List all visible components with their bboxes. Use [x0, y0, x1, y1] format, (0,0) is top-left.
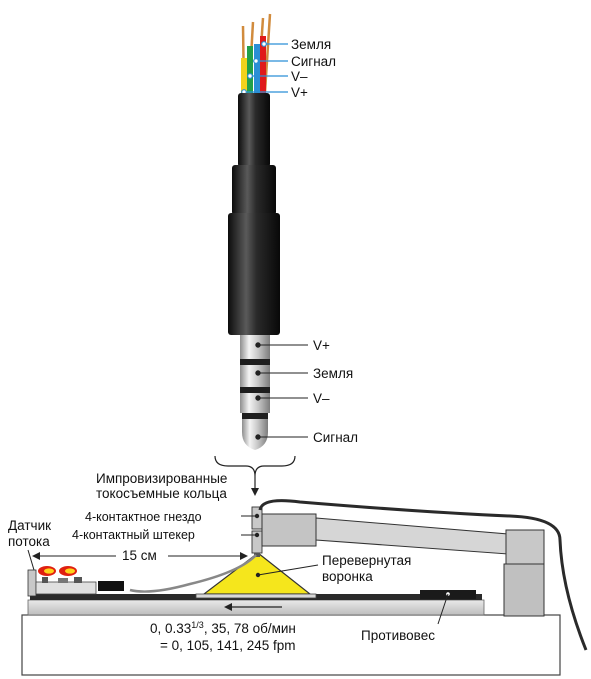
plug-label: 4-контактный штекер — [72, 528, 195, 542]
funnel-label-line1: Перевернутая — [322, 553, 411, 568]
distance-arrow-right — [240, 552, 248, 560]
cable-wires — [241, 13, 272, 94]
speed-line1: 0, 0.331/3, 35, 78 об/мин — [150, 620, 296, 636]
flow-sensor-callout — [27, 549, 35, 571]
plug-callouts — [255, 342, 308, 440]
socket-callout-dot — [254, 513, 260, 519]
ring-label-ground: Земля — [313, 366, 353, 381]
funnel-callout-dot — [255, 572, 261, 578]
rig-table — [21, 614, 561, 676]
blue-wire — [254, 44, 260, 94]
brace-caption-line2: токосъемные кольца — [96, 486, 227, 501]
sensor-cable — [129, 554, 257, 593]
flow-sensor-board — [27, 569, 124, 597]
counterweight-label: Противовес — [361, 628, 435, 643]
ring-label-signal: Сигнал — [313, 430, 358, 445]
wire-label-signal: Сигнал — [291, 54, 336, 69]
brace-arrow-head — [251, 488, 259, 496]
plug-callout-dot — [254, 532, 260, 538]
counterweight-callout — [437, 593, 449, 625]
cable-body — [228, 93, 280, 335]
brace-caption-line1: Импровизированные — [96, 471, 227, 486]
audio-plug-trrs — [240, 335, 270, 450]
wire-label-v-minus: V– — [291, 69, 308, 84]
socket-label: 4-контактное гнездо — [85, 510, 202, 524]
distance-label: 15 см — [122, 548, 157, 563]
flow-sensor-label-line1: Датчик — [8, 518, 51, 533]
ring-label-v-plus: V+ — [313, 338, 330, 353]
funnel-rim — [195, 593, 317, 599]
yellow-wire — [241, 58, 247, 94]
distance-arrow-left — [32, 552, 40, 560]
rotation-arrow-head — [224, 603, 232, 611]
ring-label-v-minus: V– — [313, 391, 330, 406]
green-wire — [247, 46, 253, 94]
red-wire — [260, 36, 266, 94]
wire-label-ground: Земля — [291, 37, 331, 52]
flow-sensor-label-line2: потока — [8, 534, 50, 549]
sensor-connector — [98, 581, 124, 591]
wire-label-v-plus: V+ — [291, 85, 308, 100]
flame-icon — [38, 566, 77, 576]
funnel-callout-line — [257, 564, 319, 576]
distance-label-bg — [116, 546, 168, 562]
wire-callouts — [241, 41, 288, 95]
funnel-label-line2: воронка — [322, 569, 373, 584]
speed-line2: = 0, 105, 141, 245 fpm — [160, 638, 295, 653]
rotating-arm — [261, 513, 545, 617]
cable-loop — [258, 499, 588, 651]
